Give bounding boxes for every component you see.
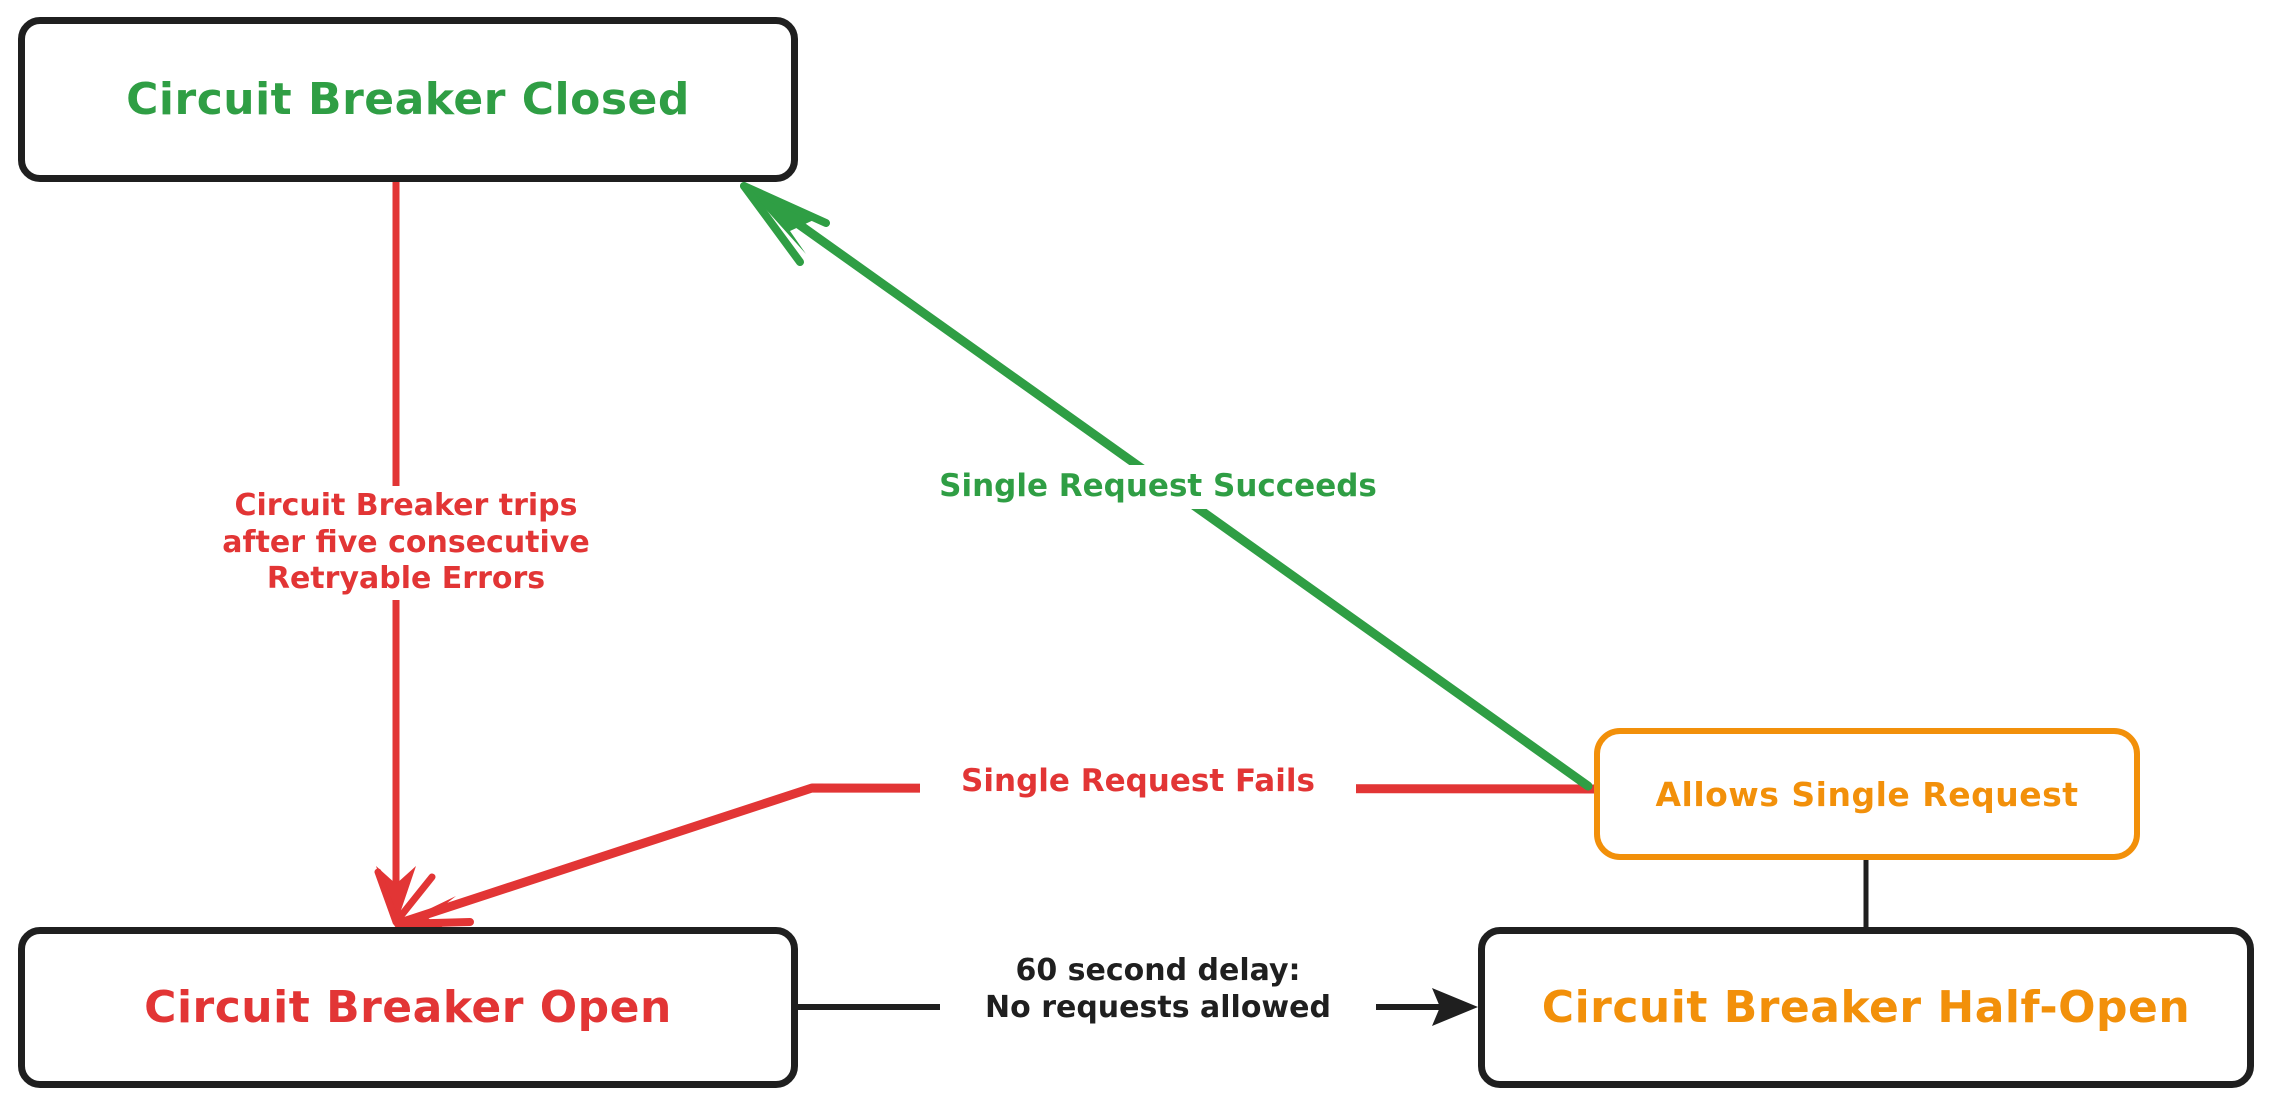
edge-trip bbox=[374, 178, 436, 926]
edge-succeeds bbox=[740, 182, 1593, 791]
edge-delay bbox=[795, 988, 1478, 1026]
state-node-label: Circuit Breaker Open bbox=[144, 982, 672, 1033]
edge-fails bbox=[394, 783, 1599, 933]
state-node-label: Circuit Breaker Half-Open bbox=[1541, 982, 2191, 1033]
state-node-circuit-breaker-open[interactable]: Circuit Breaker Open bbox=[18, 927, 798, 1088]
state-node-circuit-breaker-half-open[interactable]: Circuit Breaker Half-Open bbox=[1478, 927, 2254, 1088]
state-node-circuit-breaker-closed[interactable]: Circuit Breaker Closed bbox=[18, 17, 798, 182]
state-node-label: Circuit Breaker Closed bbox=[126, 74, 690, 125]
state-node-allows-single-request[interactable]: Allows Single Request bbox=[1594, 728, 2140, 860]
state-node-label: Allows Single Request bbox=[1655, 774, 2079, 814]
